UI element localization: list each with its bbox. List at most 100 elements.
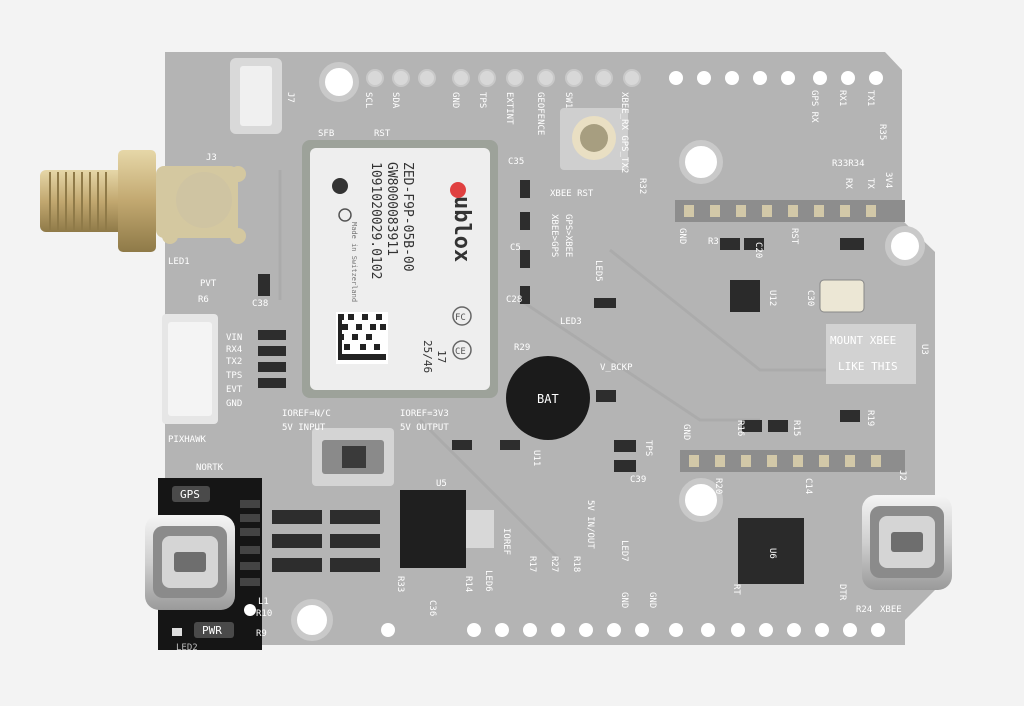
gnss-module: ublox ZED-F9P-05B-00 GW8000083911 109102… [302, 140, 498, 398]
module-rev-2: 25/46 [421, 340, 434, 373]
svg-text:C14: C14 [803, 478, 813, 494]
c30-capacitor [819, 279, 865, 313]
svg-text:U3: U3 [919, 344, 929, 355]
smd-components [258, 180, 864, 572]
svg-text:R3: R3 [708, 237, 719, 247]
svg-text:U5: U5 [436, 479, 447, 489]
svg-text:GND: GND [681, 424, 691, 440]
svg-text:VIN: VIN [226, 333, 242, 343]
datamatrix-code [336, 312, 388, 364]
svg-text:LED1: LED1 [168, 257, 190, 267]
svg-text:DTR: DTR [837, 584, 847, 601]
svg-text:R10: R10 [256, 609, 272, 619]
u6-ic [738, 518, 804, 584]
svg-text:R15: R15 [791, 420, 801, 436]
svg-text:LED7: LED7 [619, 540, 629, 562]
usbc-xbee-connector [862, 495, 952, 590]
svg-text:GND: GND [647, 592, 657, 608]
svg-text:C35: C35 [508, 157, 524, 167]
svg-text:LIKE THIS: LIKE THIS [838, 360, 898, 373]
svg-text:GND: GND [450, 92, 460, 108]
svg-text:TX: TX [865, 178, 875, 189]
svg-text:XBEE RST: XBEE RST [550, 189, 594, 199]
silkscreen-labels: J7 SCL SDA GND TPS EXTINT GEOFENCE SW1 X… [168, 90, 929, 653]
svg-text:U11: U11 [531, 450, 541, 466]
svg-text:TPS: TPS [477, 92, 487, 108]
sw1-button [560, 108, 628, 170]
svg-text:R18: R18 [571, 556, 581, 572]
module-brand: ublox [449, 196, 474, 262]
top-header-pins-right [669, 71, 883, 85]
svg-text:RT: RT [731, 584, 741, 595]
svg-text:TPS: TPS [643, 440, 653, 456]
svg-text:J2: J2 [897, 470, 907, 481]
module-rev-1: 17 [435, 350, 448, 363]
svg-text:LED5: LED5 [593, 260, 603, 282]
copyright-mark [338, 208, 352, 222]
svg-text:IOREF=N/C: IOREF=N/C [282, 409, 331, 419]
svg-text:R9: R9 [256, 629, 267, 639]
svg-text:R20: R20 [713, 478, 723, 494]
svg-text:C20: C20 [753, 242, 763, 258]
svg-text:C30: C30 [805, 290, 815, 306]
svg-text:GEOFENCE: GEOFENCE [535, 92, 545, 135]
svg-text:R24: R24 [856, 605, 872, 615]
svg-text:R14: R14 [463, 576, 473, 592]
svg-text:GPS>XBEE: GPS>XBEE [563, 214, 573, 257]
svg-text:GND: GND [226, 399, 242, 409]
svg-text:GND: GND [619, 592, 629, 608]
top-header-pins-left [366, 69, 641, 87]
svg-text:C28: C28 [506, 295, 522, 305]
svg-text:LED2: LED2 [176, 643, 198, 653]
svg-text:5V INPUT: 5V INPUT [282, 423, 326, 433]
svg-text:RX4: RX4 [226, 345, 242, 355]
svg-text:PVT: PVT [200, 279, 217, 289]
svg-text:PWR: PWR [202, 624, 222, 637]
svg-text:C36: C36 [427, 600, 437, 616]
svg-text:5V OUTPUT: 5V OUTPUT [400, 423, 449, 433]
svg-text:SW1: SW1 [563, 92, 573, 108]
header-strip-lower [680, 450, 905, 472]
module-code-2: 1091020029.0102 [368, 162, 383, 279]
usbc-gps-connector [145, 515, 235, 610]
svg-text:J7: J7 [285, 92, 295, 103]
svg-text:NORTK: NORTK [196, 463, 224, 473]
svg-text:EXTINT: EXTINT [504, 92, 514, 125]
svg-text:RST: RST [374, 129, 391, 139]
svg-text:RX1: RX1 [837, 90, 847, 106]
svg-text:R19: R19 [865, 410, 875, 426]
mount-xbee-note: MOUNT XBEE LIKE THIS [826, 324, 916, 384]
svg-text:R33: R33 [395, 576, 405, 592]
svg-text:RST: RST [789, 228, 799, 245]
svg-text:MOUNT XBEE: MOUNT XBEE [830, 334, 896, 347]
svg-text:V_BCKP: V_BCKP [600, 363, 633, 373]
svg-text:LED6: LED6 [483, 570, 493, 592]
svg-text:TX2: TX2 [226, 357, 242, 367]
svg-text:C5: C5 [510, 243, 521, 253]
svg-text:SDA: SDA [390, 92, 400, 109]
svg-text:IOREF=3V3: IOREF=3V3 [400, 409, 449, 419]
svg-text:R17: R17 [527, 556, 537, 572]
mounting-holes [291, 62, 925, 641]
pwr-badge: PWR [194, 622, 234, 638]
ce-mark: CE [455, 347, 466, 357]
svg-text:C39: C39 [630, 475, 646, 485]
svg-text:R29: R29 [514, 343, 530, 353]
svg-text:EVT: EVT [226, 385, 243, 395]
dark-area-components [172, 500, 260, 636]
svg-text:R27: R27 [549, 556, 559, 572]
svg-text:R35: R35 [877, 124, 887, 140]
svg-text:PIXHAWK: PIXHAWK [168, 435, 207, 445]
svg-text:5V IN/OUT: 5V IN/OUT [585, 500, 595, 549]
svg-text:XBEE>GPS: XBEE>GPS [549, 214, 559, 257]
pixhawk-connector [162, 314, 218, 424]
svg-text:IOREF: IOREF [501, 528, 511, 555]
svg-text:R6: R6 [198, 295, 209, 305]
svg-text:R33R34: R33R34 [832, 159, 865, 169]
sma-antenna-connector [40, 150, 246, 252]
svg-text:L1: L1 [258, 597, 269, 607]
svg-text:XBEE: XBEE [880, 605, 902, 615]
svg-text:GPS RX: GPS RX [809, 90, 819, 123]
